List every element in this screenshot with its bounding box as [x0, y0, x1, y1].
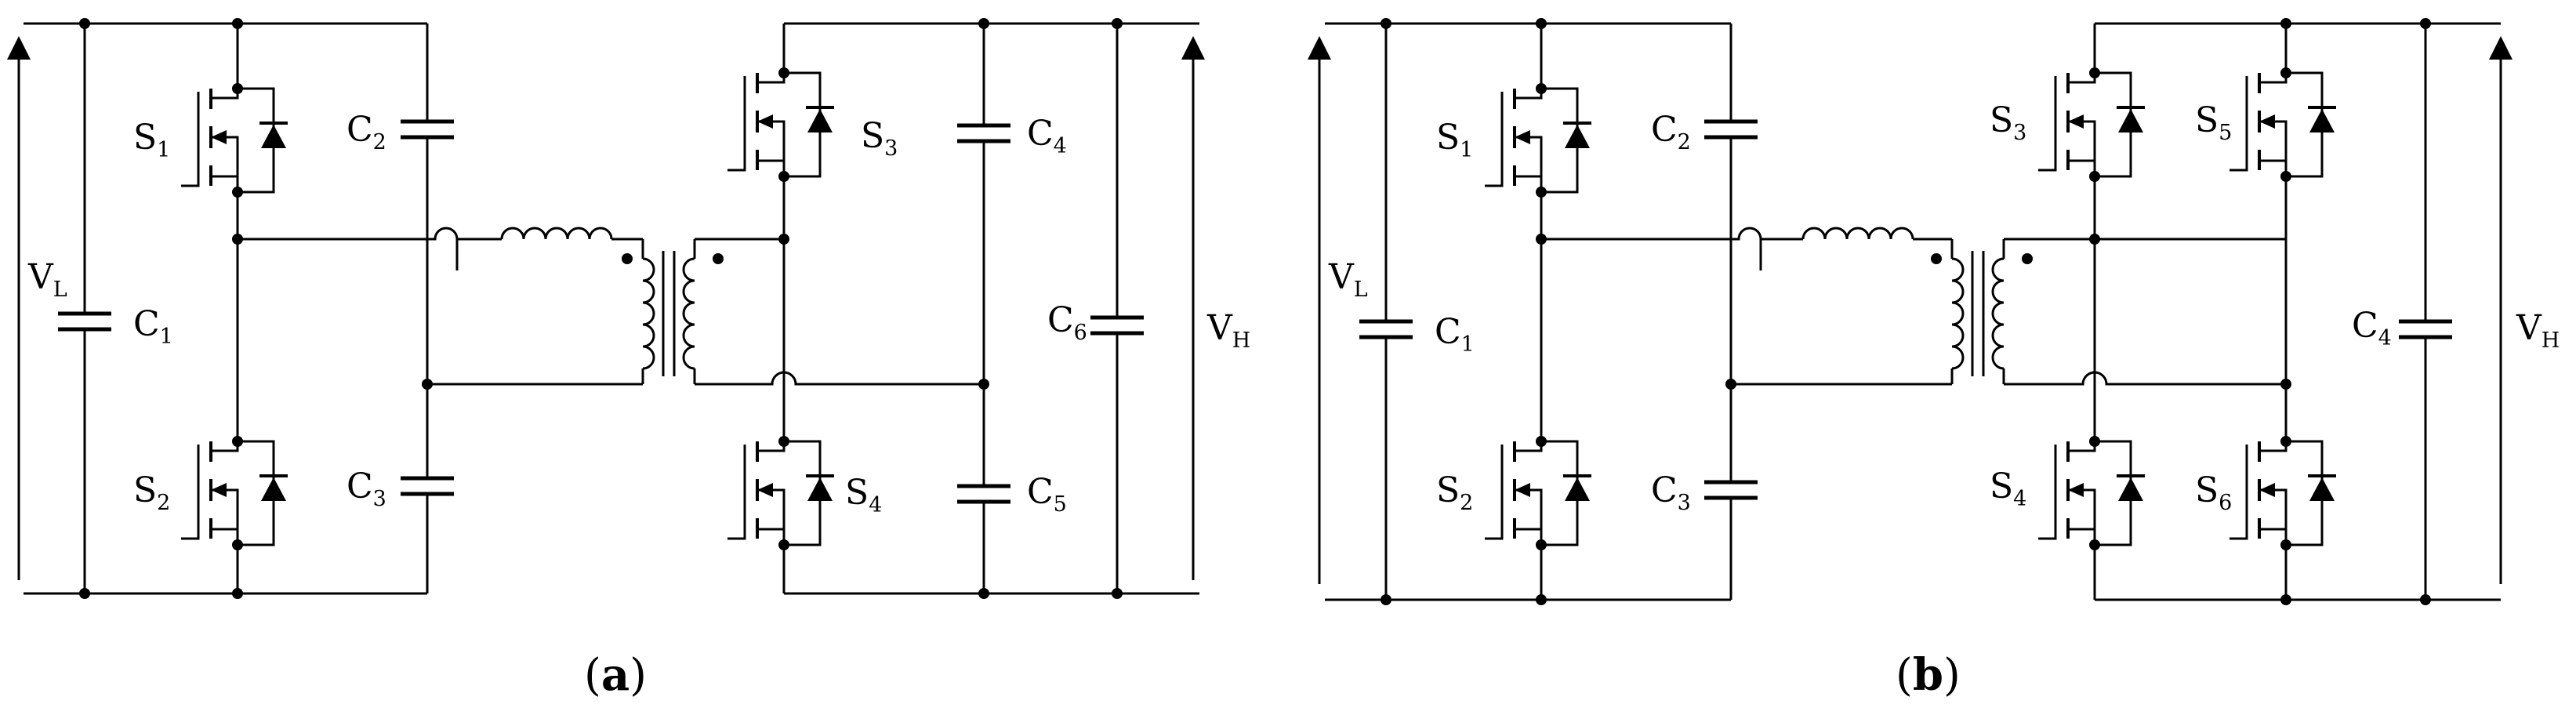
- label-s4: S4: [845, 473, 882, 517]
- label-s6: S6: [2195, 470, 2232, 515]
- label-s1: S1: [1436, 118, 1473, 162]
- panel-a-components: [7, 18, 1205, 599]
- label-vl: VL: [1328, 257, 1368, 302]
- label-c3: C3: [346, 466, 386, 511]
- label-c2: C2: [1651, 110, 1691, 154]
- label-s3: S3: [1990, 100, 2026, 145]
- label-s2: S2: [133, 470, 170, 515]
- label-s4: S4: [1990, 466, 2026, 511]
- panel-b-circuit: [1325, 22, 2501, 601]
- label-c1: C1: [1435, 312, 1475, 357]
- label-c6: C6: [1047, 300, 1087, 345]
- label-c3: C3: [1651, 470, 1691, 515]
- label-s5: S5: [2195, 100, 2232, 145]
- label-vh: VH: [1206, 308, 1250, 353]
- panel-b-labels: VL C1 C2 C3 C4 S1 S2 S3 S4 S5 S6 VH (b): [1328, 100, 2560, 701]
- label-s3: S3: [861, 116, 898, 161]
- panel-a-circuit: [24, 22, 1199, 595]
- panel-a-labels: VL C1 C2 C3 C4 C5 C6 S1 S2 S3 S4 VH (a): [27, 110, 1250, 701]
- label-c2: C2: [346, 110, 386, 154]
- label-c4: C4: [1027, 114, 1067, 158]
- caption-a: (a): [584, 649, 647, 701]
- caption-b: (b): [1896, 649, 1961, 701]
- label-s1: S1: [133, 118, 170, 162]
- panel-b-components: [1308, 18, 2513, 605]
- label-c1: C1: [133, 304, 173, 349]
- label-c5: C5: [1027, 472, 1067, 517]
- label-vh: VH: [2516, 308, 2560, 353]
- label-vl: VL: [27, 257, 67, 302]
- label-c4: C4: [2352, 306, 2392, 350]
- label-s2: S2: [1436, 470, 1473, 515]
